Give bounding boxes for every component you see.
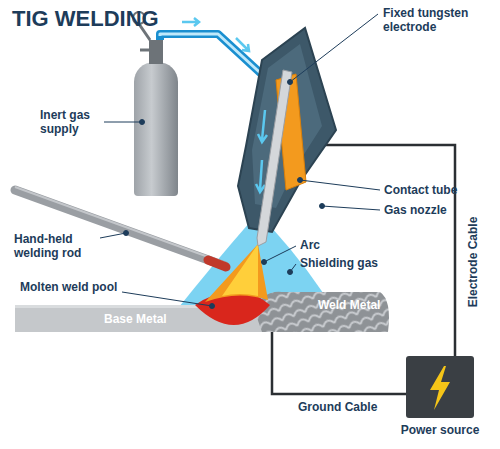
ground-cable [272, 332, 406, 394]
lightning-symbol [406, 356, 474, 418]
cable-label: Electrode Cable [466, 217, 480, 308]
gas-hose [160, 34, 268, 80]
node-label: Power source [401, 423, 480, 437]
part-label: Fixed tungsten electrode [383, 6, 493, 34]
part-label: Molten weld pool [20, 280, 140, 294]
electrode-cable [320, 145, 455, 356]
part-label: Gas nozzle [384, 203, 494, 217]
part-label: Base Metal [104, 312, 204, 326]
tungsten-electrode [257, 70, 292, 246]
welding-rod [15, 190, 225, 266]
diagram-title: TIG WELDING [12, 6, 159, 32]
cable-label: Ground Cable [298, 400, 398, 414]
part-label: Shielding gas [300, 256, 410, 270]
part-label: Arc [300, 238, 380, 252]
part-label: Weld Metal [318, 298, 398, 312]
gas-cylinder [134, 62, 178, 196]
power-source-box: Power source [406, 356, 474, 418]
part-label: Contact tube [384, 183, 494, 197]
part-label: Hand-held welding rod [14, 232, 100, 260]
arc [205, 244, 268, 302]
part-label: Inert gas supply [40, 108, 104, 136]
torch-nozzle [238, 28, 336, 232]
